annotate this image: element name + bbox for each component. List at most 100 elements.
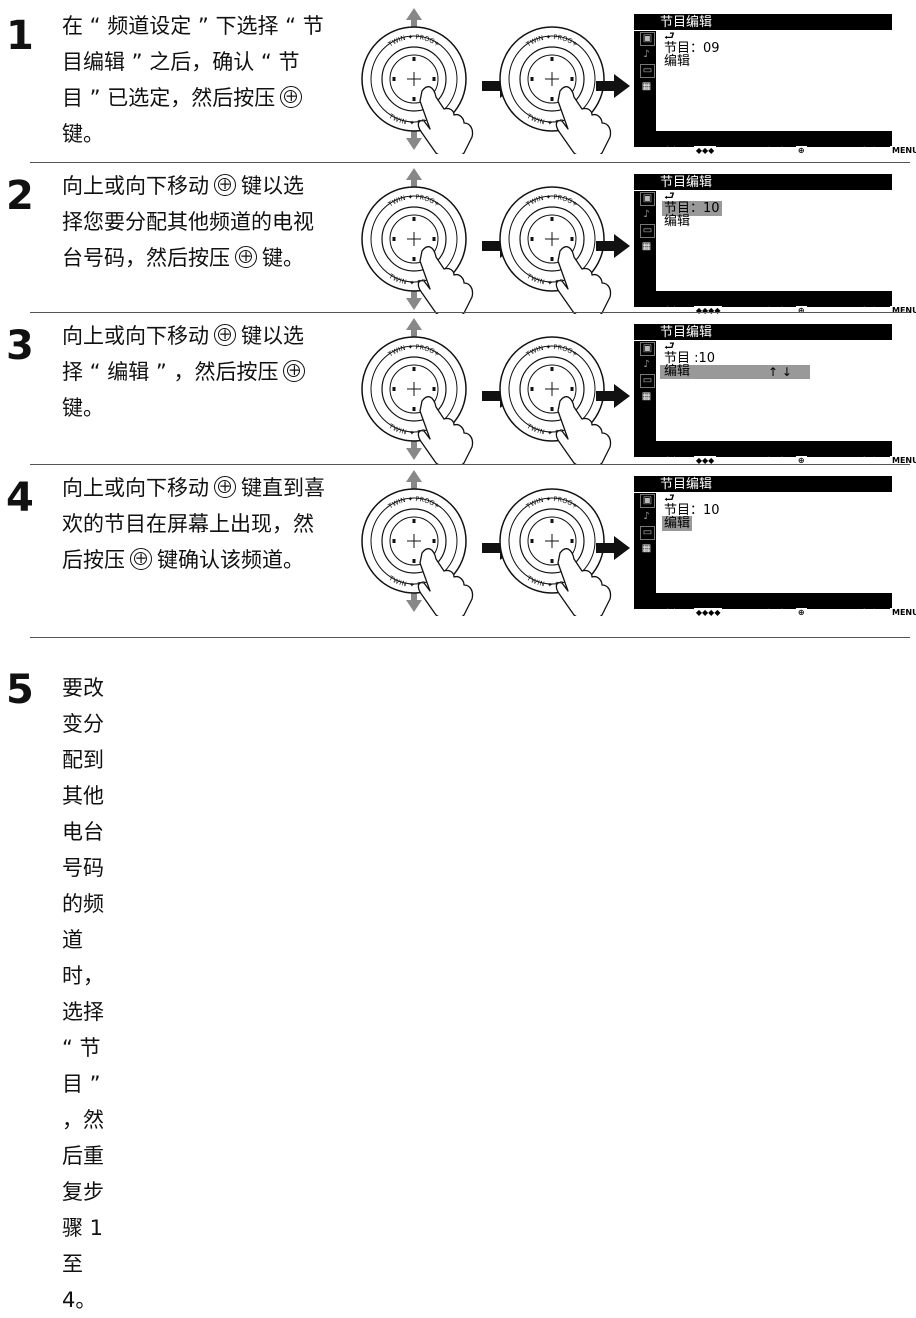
direction-mark [550, 57, 554, 61]
confirm-key-icon: ⊕ [795, 146, 807, 155]
osd-program-value: 节目 :10 [664, 351, 716, 366]
step-number: 1 [6, 13, 34, 59]
joystick-press-icon [283, 358, 306, 382]
remote-joystick: TWIN ✦ PROG+TWIN ✦ PROG- [361, 8, 474, 159]
osd-menu-icons: ▣♪▭▦ [640, 342, 656, 440]
direction-mark [530, 387, 534, 391]
osd-edit-label: 编辑 [664, 364, 691, 379]
nav-keys-icon: ◆◆◆ [693, 146, 717, 155]
remote-joystick: TWIN ✦ PROG+TWIN ✦ PROG- [499, 488, 612, 621]
osd-edit-row: 编辑 [664, 55, 690, 69]
section-divider [30, 464, 910, 465]
osd-title-rule [634, 492, 892, 493]
step-text: 在 “ 频道设定 ” 下选择 “ 节目编辑 ” 之后，确认 “ 节目 ” 已选定… [62, 8, 324, 152]
step-text-line: 目编辑 ” 之后，确认 “ 节 [62, 44, 324, 80]
text-run: 目编辑 ” 之后，确认 “ 节 [62, 50, 300, 74]
setup-icon: ▦ [641, 543, 652, 554]
return-icon: ⮐ [664, 339, 675, 353]
step-text: 向上或向下移动键以选择您要分配其他频道的电视台号码，然后按压键。 [62, 168, 314, 276]
sound-icon: ♪ [643, 511, 650, 522]
right-arrow-icon [596, 536, 630, 560]
direction-mark [392, 77, 396, 81]
setup-icon: ▦ [641, 241, 652, 252]
direction-mark [412, 559, 416, 563]
hand-pointer-icon [417, 548, 474, 621]
return-icon: ⮐ [664, 29, 675, 43]
osd-title: 节目编辑 [660, 477, 713, 492]
text-run: 键。 [62, 122, 104, 146]
text-run: 择您要分配其他频道的电视 [62, 210, 314, 234]
step-text-line: 择 “ 编辑 ” ，然后按压 [62, 354, 310, 390]
remote-joystick: TWIN ✦ PROG+TWIN ✦ PROG- [499, 186, 612, 319]
direction-mark [412, 57, 416, 61]
direction-mark [412, 257, 416, 261]
remote-joystick: TWIN ✦ PROG+TWIN ✦ PROG- [499, 26, 612, 159]
remote-joystick: TWIN ✦ PROG+TWIN ✦ PROG- [361, 168, 474, 319]
arrow-2 [596, 384, 630, 412]
features-icon: ▭ [640, 64, 655, 78]
direction-mark [530, 237, 534, 241]
osd-program-value: 节目：10 [662, 201, 722, 216]
return-icon: ⮐ [664, 491, 675, 505]
step-2: 2向上或向下移动键以选择您要分配其他频道的电视台号码，然后按压键。TWIN ✦ … [0, 168, 916, 320]
step-text-line: 键。 [62, 116, 324, 152]
step-number: 5 [6, 667, 34, 713]
picture-icon: ▣ [640, 192, 655, 206]
step-4: 4向上或向下移动键直到喜欢的节目在屏幕上出现，然后按压键确认该频道。TWIN ✦… [0, 470, 916, 622]
direction-mark [432, 539, 436, 543]
direction-mark [530, 77, 534, 81]
osd-edit-row: 编辑 [662, 516, 693, 531]
picture-icon: ▣ [640, 494, 655, 508]
footer-end: 结束 :MENU [856, 306, 916, 320]
confirm-key-icon: ⊕ [795, 456, 807, 465]
menu-key-icon: MENU [890, 306, 916, 315]
direction-mark [570, 237, 574, 241]
right-arrow-icon [596, 74, 630, 98]
section-divider [30, 637, 910, 638]
direction-mark [412, 367, 416, 371]
osd-program-row: 节目：10 [662, 201, 722, 216]
step-number: 2 [6, 173, 34, 219]
step-text-line: 向上或向下移动键以选 [62, 168, 314, 204]
osd-menu-icons: ▣♪▭▦ [640, 494, 656, 592]
joystick-press-icon [214, 322, 236, 346]
direction-mark [550, 257, 554, 261]
right-arrow-icon [596, 234, 630, 258]
step-text-line: 后按压键确认该频道。 [62, 542, 325, 578]
direction-mark [550, 97, 554, 101]
direction-mark [432, 77, 436, 81]
direction-mark [550, 519, 554, 523]
remote-joystick: TWIN ✦ PROG+TWIN ✦ PROG- [361, 318, 474, 469]
osd-program-row: 节目：10 [664, 504, 720, 518]
remote-after: TWIN ✦ PROG+TWIN ✦ PROG- [492, 466, 622, 621]
direction-mark [392, 237, 396, 241]
return-icon: ⮐ [664, 189, 675, 203]
joystick-press-icon [214, 172, 236, 196]
footer-select: 选择 :◆◆◆◆ [660, 306, 723, 320]
footer-confirm: 确认 :⊕ [762, 608, 807, 622]
osd-panel [656, 493, 892, 593]
hand-pointer-icon [417, 396, 474, 469]
hand-pointer-icon [417, 86, 474, 159]
joystick-press-icon [235, 244, 257, 268]
text-run: 向上或向下移动 [62, 476, 209, 500]
text-run: 键直到喜 [241, 476, 325, 500]
osd-panel [656, 31, 892, 131]
remote-after: TWIN ✦ PROG+TWIN ✦ PROG- [492, 4, 622, 159]
remote-after: TWIN ✦ PROG+TWIN ✦ PROG- [492, 164, 622, 319]
text-run: 欢的节目在屏幕上出现，然 [62, 512, 314, 536]
footer-end: 结束 :MENU [856, 608, 916, 622]
hand-pointer-icon [555, 396, 612, 469]
osd-panel [656, 341, 892, 441]
footer-select: 选择 :◆◆◆◆ [660, 608, 723, 622]
osd-program-row: 节目：09 [664, 42, 720, 56]
direction-mark [392, 539, 396, 543]
direction-mark [550, 407, 554, 411]
direction-mark [570, 387, 574, 391]
down-arrow-icon [406, 128, 422, 150]
down-arrow-icon [406, 288, 422, 310]
